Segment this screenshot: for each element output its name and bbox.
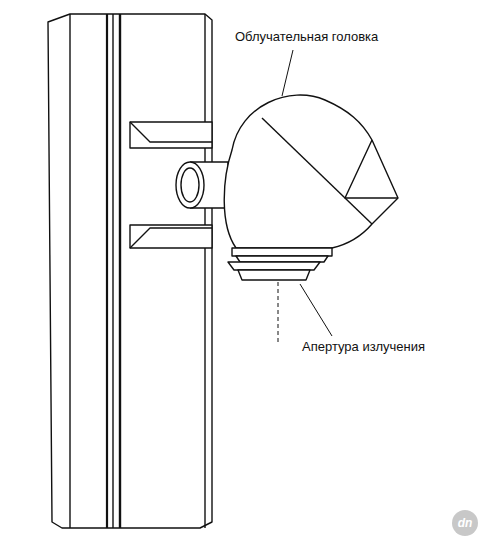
part-label: Апертура излучения	[302, 340, 425, 355]
part-label: Облучательная головка	[235, 30, 378, 45]
watermark: dn	[452, 510, 478, 536]
